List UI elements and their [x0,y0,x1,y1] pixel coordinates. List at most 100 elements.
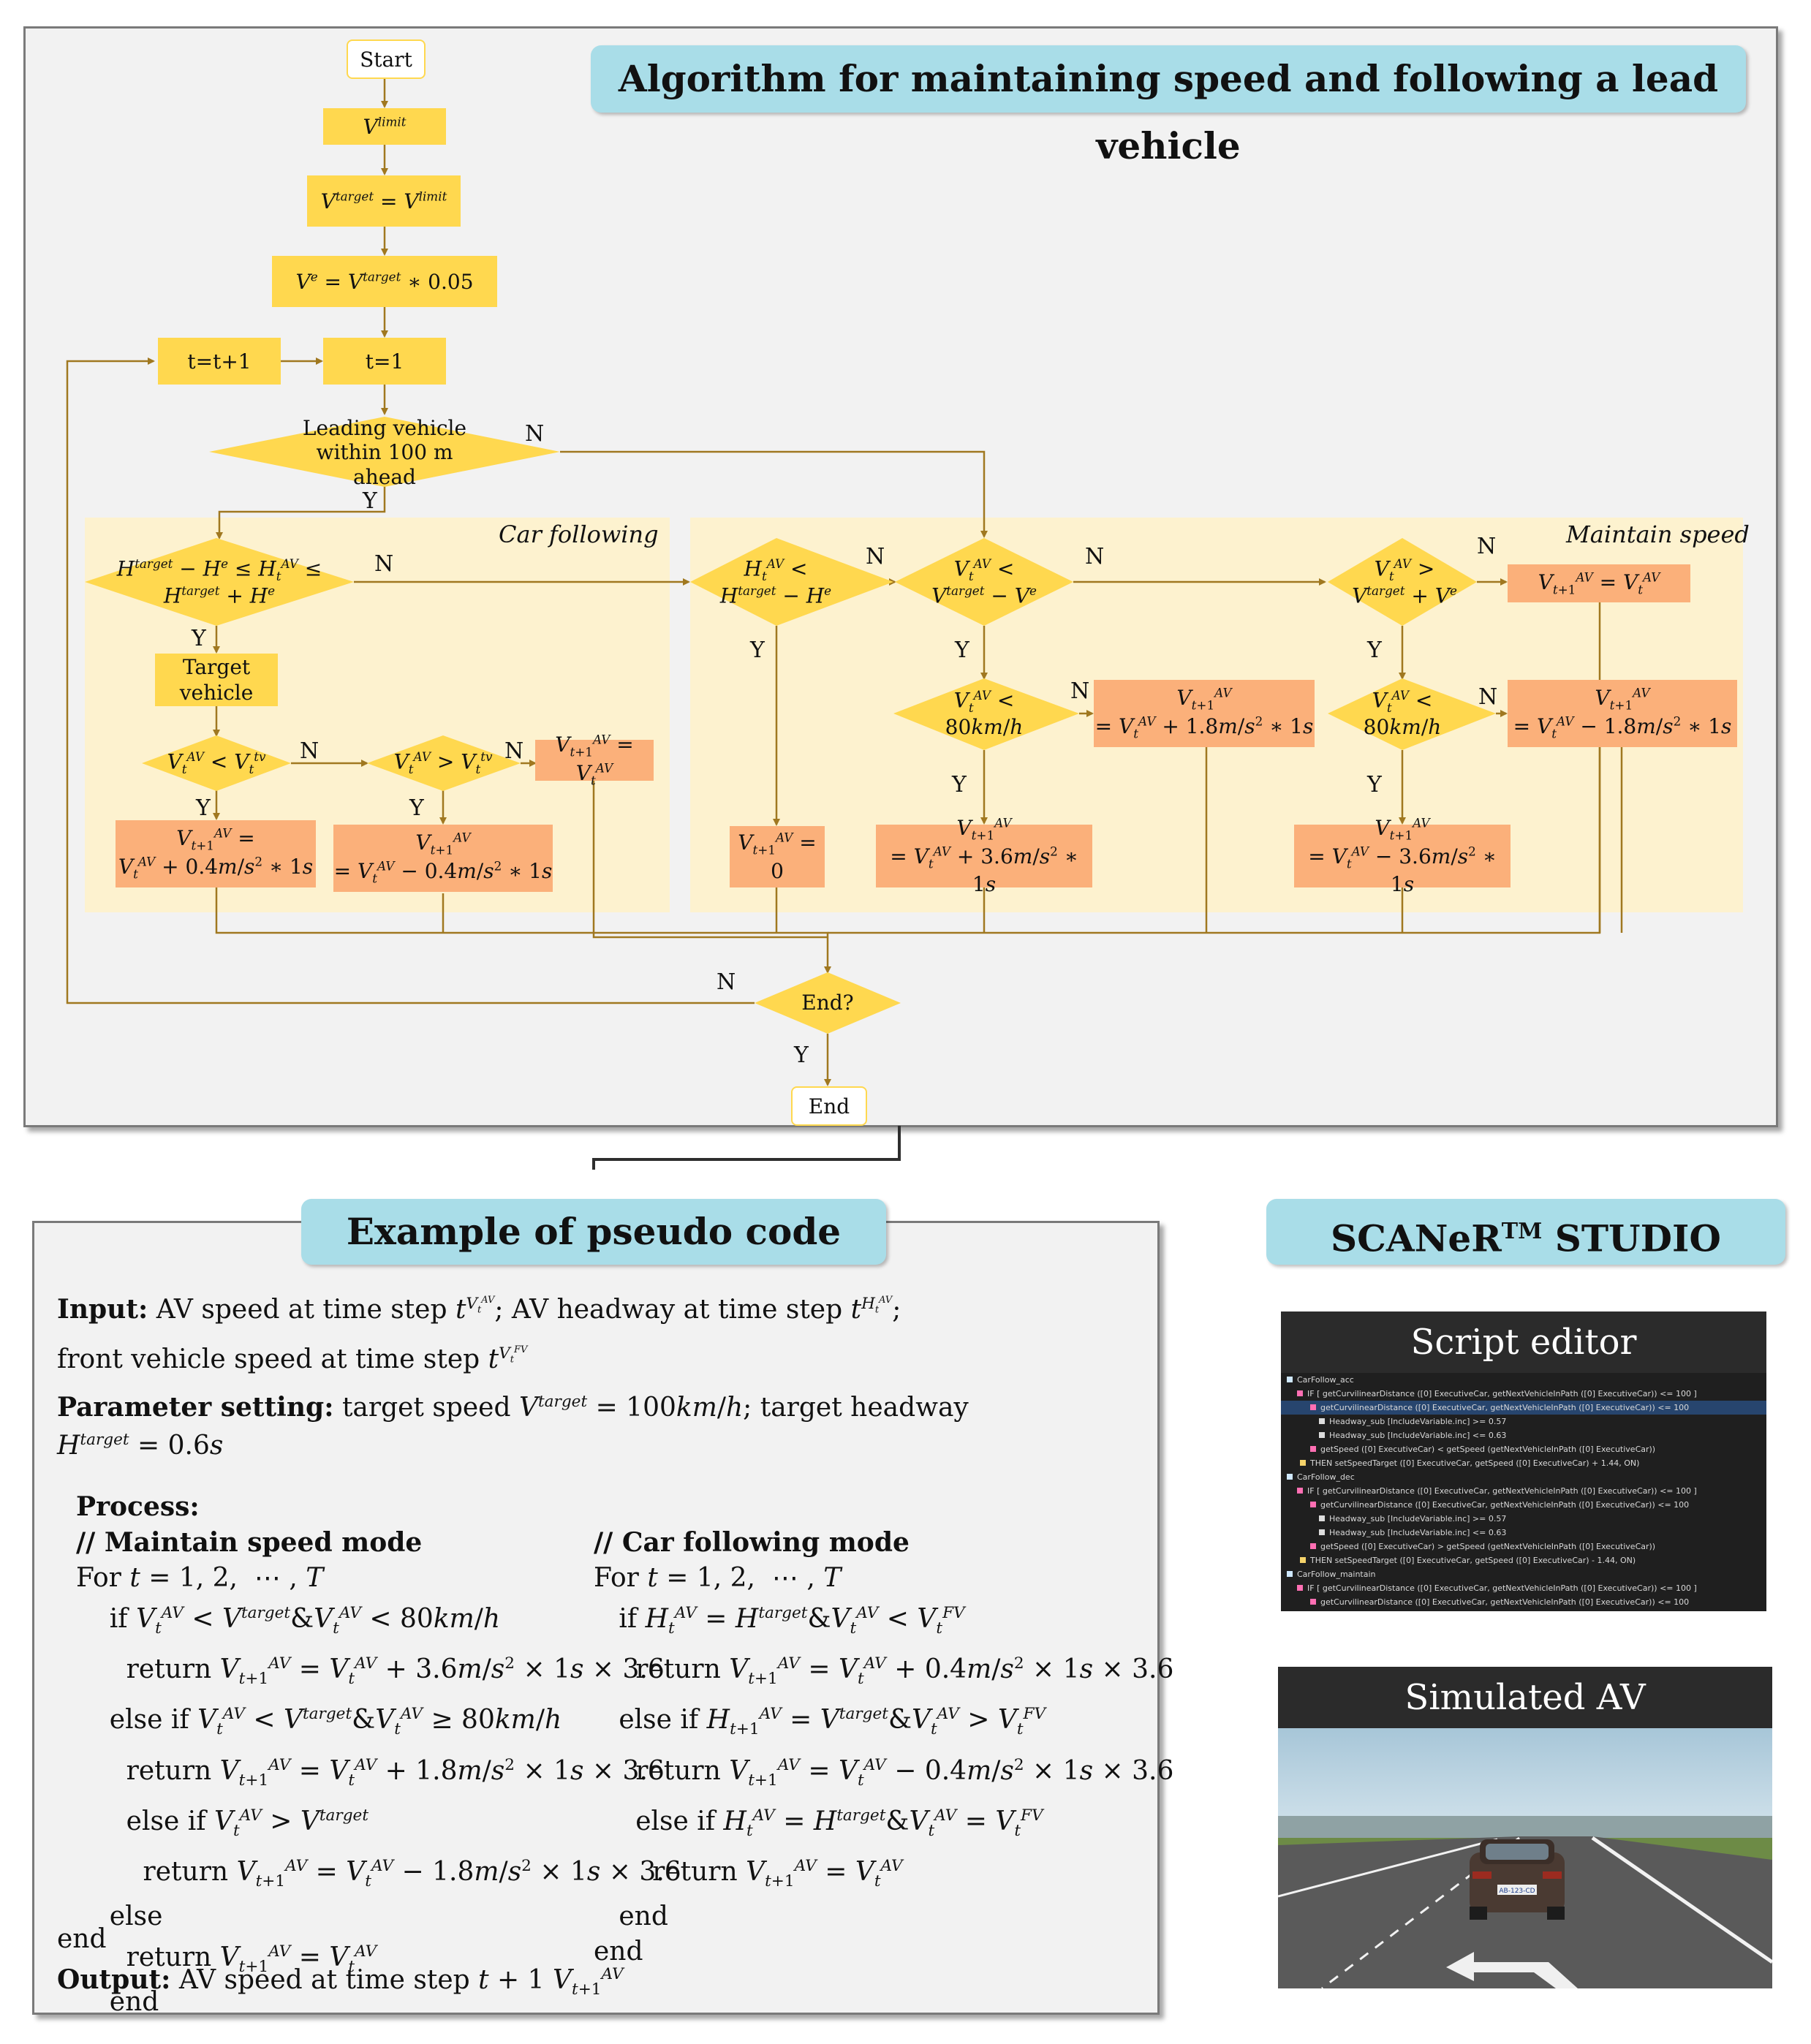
studio-title: SCANeRTM STUDIO [1266,1199,1785,1265]
script-line[interactable]: THEN setSpeedTarget ([0] ExecutiveCar, g… [1281,1553,1766,1567]
ms-stop-box: Vt+1AV = 0 [730,826,825,887]
car-following-label: Car following [499,521,659,548]
script-line-text: Headway_sub [IncludeVariable.inc] >= 0.5… [1329,1417,1507,1426]
simulated-av-window: Simulated AV [1278,1667,1772,1988]
maintain-speed-label: Maintain speed [1566,521,1750,548]
script-line[interactable]: Headway_sub [IncludeVariable.inc] <= 0.6… [1281,1526,1766,1540]
script-line-text: getSpeed ([0] ExecutiveCar) > getSpeed (… [1320,1542,1656,1551]
v-target-box: Vtarget = Vlimit [307,175,461,227]
cf-less-diamond [142,735,291,791]
pseudo-maintain-block: // Maintain speed mode For t = 1, 2, ⋯ ,… [76,1527,681,2018]
label-y-ms-80a: Y [952,772,967,798]
label-n-leading: N [525,421,545,447]
script-line[interactable]: IF [ getCurvilinearDistance ([0] Executi… [1281,1387,1766,1401]
ms-below-diamond [895,538,1073,626]
label-n-headway: N [374,551,394,577]
label-n-ms-80a: N [1070,678,1090,704]
pseudo-params: Parameter setting: target speed Vtarget … [57,1392,969,1461]
pseudo-code-panel [32,1221,1160,2015]
ms-above-diamond [1328,538,1477,626]
label-n-ms-above: N [1477,534,1497,559]
script-editor-tree: CarFollow_acc IF [ getCurvilinearDistance… [1281,1373,1766,1611]
script-line[interactable]: getCurvilinearDistance ([0] ExecutiveCar… [1281,1595,1766,1609]
ms-80b-text: VtAV <80km/h [1363,687,1442,739]
simulated-av-title: Simulated AV [1404,1677,1646,1718]
pseudo-following-block: // Car following mode For t = 1, 2, ⋯ , … [594,1527,1174,1967]
tree-node-icon [1310,1543,1316,1549]
t-init-box: t=1 [323,338,446,385]
label-y-ms-80b: Y [1367,772,1382,798]
script-line[interactable]: getCurvilinearDistance ([0] ExecutiveCar… [1281,1498,1766,1512]
pseudo-input: Input: AV speed at time step tVtAV; AV h… [57,1294,901,1374]
cf-accelerate-box: Vt+1AV =VtAV + 0.4m/s2 ∗ 1s [116,820,316,887]
script-line[interactable]: CarFollow_acc [1281,1373,1766,1387]
t-increment-box: t=t+1 [158,338,281,385]
leading-vehicle-diamond [209,417,560,487]
script-line-text: getCurvilinearDistance ([0] ExecutiveCar… [1320,1597,1690,1607]
label-n-ms-below: N [1085,544,1105,569]
ms-acc36-box: Vt+1AV= VtAV + 3.6m/s2 ∗ 1s [876,816,1092,896]
script-editor-title: Script editor [1410,1322,1637,1363]
cf-greater-text: VtAV > Vttv [393,749,493,777]
headway-check-text: Htarget − He ≤ HtAV ≤Htarget + He [116,556,322,607]
tree-node-icon [1287,1377,1293,1382]
label-y-headway: Y [192,626,206,651]
ms-dec36-box: Vt+1AV= VtAV − 3.6m/s2 ∗ 1s [1294,816,1511,896]
tree-node-icon [1310,1599,1316,1605]
label-y-cf-greater: Y [409,795,424,821]
ms-acc18-box: Vt+1AV= VtAV + 1.8m/s2 ∗ 1s [1094,680,1315,747]
lead-car: AB-123-CD [1470,1839,1565,1920]
script-line[interactable]: getCurvilinearDistance ([0] ExecutiveCar… [1281,1401,1766,1415]
script-line-text: THEN setSpeedTarget ([0] ExecutiveCar, g… [1310,1556,1636,1565]
script-line[interactable]: IF [ getCurvilinearDistance ([0] Executi… [1281,1581,1766,1595]
tree-node-icon [1319,1432,1325,1438]
label-y-ms-above: Y [1367,637,1382,663]
ms-above-text: VtAV >Vtarget + Ve [1352,556,1457,607]
script-line[interactable]: CarFollow_dec [1281,1470,1766,1484]
end-terminal: End [791,1086,867,1126]
cf-greater-diamond [367,735,521,791]
tree-node-icon [1310,1404,1316,1410]
script-line[interactable]: IF [ getCurvilinearDistance ([0] Executi… [1281,1484,1766,1498]
script-line-text: CarFollow_maintain [1297,1570,1376,1579]
tree-node-icon [1297,1390,1303,1396]
script-line[interactable]: THEN setSpeedTarget ([0] ExecutiveCar, g… [1281,1456,1766,1470]
label-n-cf-greater: N [504,738,524,764]
script-line-text: Headway_sub [IncludeVariable.inc] >= 0.5… [1329,1514,1507,1523]
end-question-diamond [755,972,901,1034]
script-line-text: IF [ getCurvilinearDistance ([0] Executi… [1307,1486,1697,1496]
script-line[interactable]: Headway_sub [IncludeVariable.inc] >= 0.5… [1281,1415,1766,1428]
label-y-leading: Y [363,488,377,514]
label-y-ms-below: Y [955,637,969,663]
cf-less-text: VtAV < Vttv [167,749,266,777]
ms-below-text: VtAV <Vtarget − Ve [931,556,1037,607]
tree-node-icon [1319,1529,1325,1535]
ms-dec18-box: Vt+1AV= VtAV − 1.8m/s2 ∗ 1s [1508,680,1737,747]
tree-node-icon [1310,1502,1316,1507]
script-line-text: getCurvilinearDistance ([0] ExecutiveCar… [1320,1500,1690,1510]
tree-node-icon [1287,1571,1293,1577]
script-line-text: THEN setSpeedTarget ([0] ExecutiveCar, g… [1310,1458,1640,1468]
label-y-end: Y [794,1042,809,1068]
tree-node-icon [1319,1515,1325,1521]
label-n-ms-80b: N [1478,684,1498,710]
cf-equal-box: Vt+1AV = VtAV [535,733,654,788]
script-line-text: CarFollow_dec [1297,1472,1355,1482]
script-line[interactable]: getSpeed ([0] ExecutiveCar) < getSpeed (… [1281,1442,1766,1456]
script-line[interactable]: Headway_sub [IncludeVariable.inc] <= 0.6… [1281,1428,1766,1442]
ms-headway-diamond [690,538,893,626]
tree-node-icon [1287,1474,1293,1480]
pseudo-end: end [57,1924,107,1954]
cf-decelerate-box: Vt+1AV= VtAV − 0.4m/s2 ∗ 1s [333,825,553,892]
script-line-text: getSpeed ([0] ExecutiveCar) < getSpeed (… [1320,1445,1656,1454]
script-line[interactable]: getSpeed ([0] ExecutiveCar) > getSpeed (… [1281,1540,1766,1553]
tree-node-icon [1297,1585,1303,1591]
pseudo-output: Output: AV speed at time step t + 1 Vt+1… [57,1964,624,1999]
script-line-text: IF [ getCurvilinearDistance ([0] Executi… [1307,1389,1697,1398]
script-editor-window: Script editor CarFollow_acc IF [ getCurvi… [1281,1311,1766,1611]
tree-node-icon [1319,1418,1325,1424]
ms-headway-text: HtAV <Htarget − He [719,556,832,607]
script-line-text: IF [ getCurvilinearDistance ([0] Executi… [1307,1583,1697,1593]
script-line[interactable]: CarFollow_maintain [1281,1567,1766,1581]
script-line[interactable]: Headway_sub [IncludeVariable.inc] >= 0.5… [1281,1512,1766,1526]
